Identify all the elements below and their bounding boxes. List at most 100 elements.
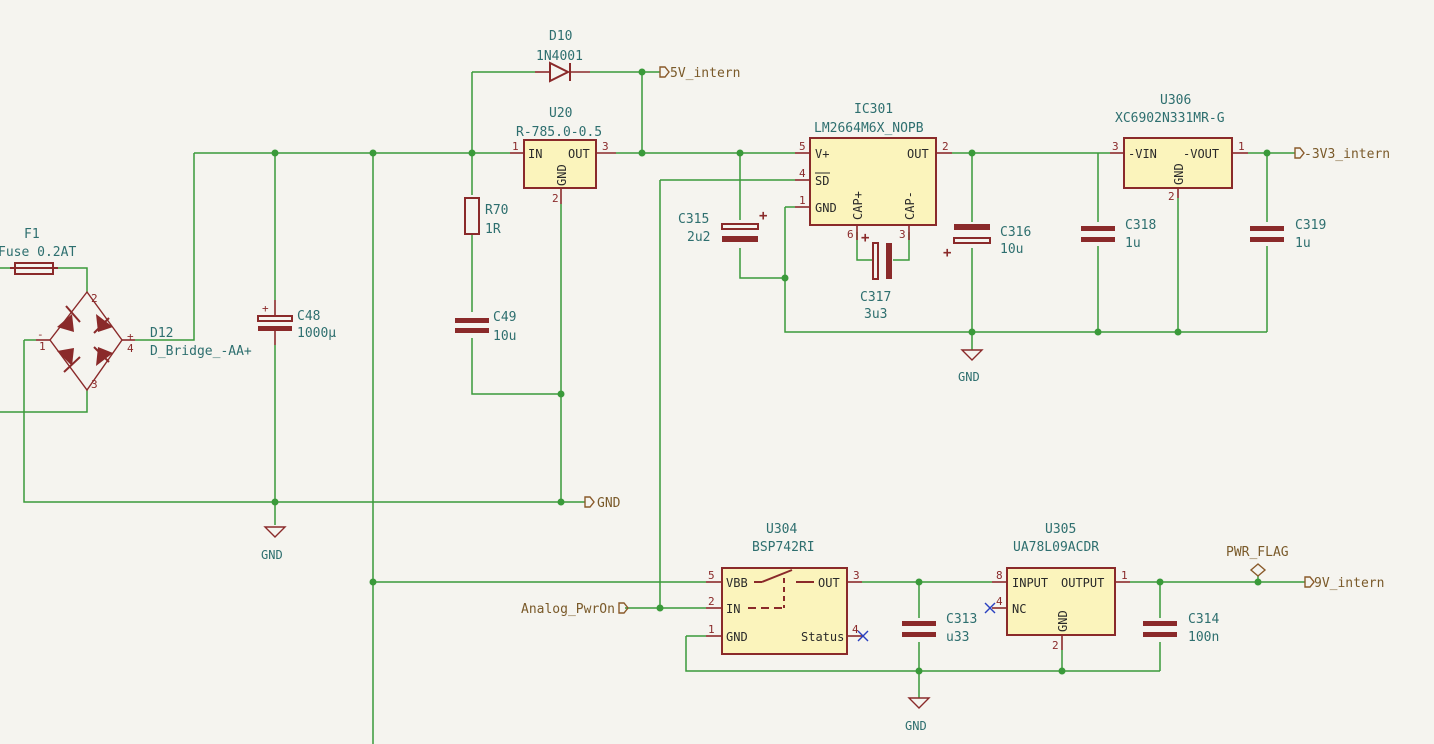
ic301-pinnum-capp: 6 [847, 228, 854, 241]
f1-ref: F1 [24, 227, 40, 242]
c313-value: u33 [946, 630, 969, 645]
u306-pin-vout: -VOUT [1183, 147, 1219, 161]
d12-pinnum-2: 2 [91, 292, 98, 305]
capacitor-c318[interactable]: C318 1u [1081, 218, 1156, 251]
c316-value: 10u [1000, 242, 1023, 257]
ic301-pin-capm: CAP- [903, 191, 917, 220]
c48-value: 1000µ [297, 326, 336, 341]
capacitor-c313[interactable]: C313 u33 [902, 612, 977, 645]
gnd-text-1: GND [261, 548, 283, 562]
label-gnd: GND [597, 496, 621, 511]
regulator-u305[interactable]: INPUT OUTPUT NC GND 8 4 1 2 U305 UA78L09… [984, 522, 1130, 652]
u305-pinnum-output: 1 [1121, 569, 1128, 582]
c317-plus: + [861, 230, 869, 246]
capacitor-c316[interactable]: + C316 10u [943, 224, 1031, 261]
switch-u304[interactable]: VBB OUT IN GND Status 5 3 2 1 4 U304 BSP… [706, 522, 869, 655]
c314-value: 100n [1188, 630, 1219, 645]
u306-pinnum-vout: 1 [1238, 140, 1245, 153]
ic301-pinnum-vplus: 5 [799, 140, 806, 153]
u306-ref: U306 [1160, 93, 1191, 108]
u304-pin-gnd: GND [726, 630, 748, 644]
c318-ref: C318 [1125, 218, 1156, 233]
net-label-gnd[interactable]: GND [584, 496, 621, 511]
u304-pinnum-vbb: 5 [708, 569, 715, 582]
resistor-r70[interactable]: R70 1R [464, 197, 508, 237]
ic301-value: LM2664M6X_NOPB [814, 121, 924, 136]
c49-ref: C49 [493, 310, 516, 325]
d12-pinnum-4: 4 [127, 342, 134, 355]
u304-value: BSP742RI [752, 540, 815, 555]
u306-value: XC6902N331MR-G [1115, 111, 1225, 126]
u304-pin-in: IN [726, 602, 740, 616]
ic301-pinnum-gnd: 1 [799, 194, 806, 207]
d12-pinnum-3: 3 [91, 378, 98, 391]
capacitor-c315[interactable]: + C315 2u2 [678, 208, 767, 245]
u304-pinnum-in: 2 [708, 595, 715, 608]
net-label-5v-intern[interactable]: 5V_intern [659, 66, 740, 81]
c318-value: 1u [1125, 236, 1141, 251]
c49-value: 10u [493, 329, 516, 344]
u20-pinnum-out: 3 [602, 140, 609, 153]
capacitor-c49[interactable]: C49 10u [455, 310, 516, 344]
diode-d10[interactable]: D10 1N4001 [535, 29, 590, 83]
ic301-pinnum-sd: 4 [799, 167, 806, 180]
d12-ref: D12 [150, 326, 173, 341]
d10-ref: D10 [549, 29, 572, 44]
c315-plus: + [759, 208, 767, 224]
capacitor-c317[interactable]: + C317 3u3 [860, 230, 892, 322]
net-label-3v3-intern[interactable]: -3V3_intern [1294, 147, 1390, 162]
ic301-pin-sd: SD [815, 174, 829, 188]
c316-plus: + [943, 245, 951, 261]
u305-pinnum-nc: 4 [996, 595, 1003, 608]
d12-value: D_Bridge_-AA+ [150, 344, 252, 359]
u304-pin-status: Status [801, 630, 844, 644]
r70-value: 1R [485, 222, 501, 237]
capacitor-c314[interactable]: C314 100n [1143, 612, 1219, 645]
u306-pin-gnd: GND [1172, 163, 1186, 185]
u306-pinnum-gnd: 2 [1168, 190, 1175, 203]
u20-pin-in: IN [528, 147, 542, 161]
u304-pin-vbb: VBB [726, 576, 748, 590]
d10-value: 1N4001 [536, 49, 583, 64]
u305-pinnum-input: 8 [996, 569, 1003, 582]
u20-ref: U20 [549, 106, 572, 121]
u304-pin-out: OUT [818, 576, 840, 590]
net-label-analog-pwron[interactable]: Analog_PwrOn [521, 602, 629, 617]
c317-ref: C317 [860, 290, 891, 305]
net-label-9v-intern[interactable]: 9V_intern [1304, 576, 1384, 591]
gnd-symbol-2: GND [958, 349, 984, 384]
r70-ref: R70 [485, 203, 508, 218]
c319-value: 1u [1295, 236, 1311, 251]
pwr-flag[interactable]: PWR_FLAG [1226, 545, 1289, 577]
regulator-u20[interactable]: IN OUT GND 1 3 2 U20 R-785.0-0.5 [510, 106, 616, 205]
u304-pinnum-out: 3 [853, 569, 860, 582]
c314-ref: C314 [1188, 612, 1219, 627]
u20-value: R-785.0-0.5 [516, 125, 602, 140]
ic301-pin-capp: CAP+ [851, 191, 865, 220]
u304-pinnum-status: 4 [852, 623, 859, 636]
ic301-pinnum-capm: 3 [899, 228, 906, 241]
u304-pinnum-gnd: 1 [708, 623, 715, 636]
d12-minus: - [37, 328, 44, 341]
regulator-u306[interactable]: -VIN -VOUT GND 3 1 2 U306 XC6902N331MR-G [1110, 93, 1248, 203]
u20-pin-gnd: GND [555, 164, 569, 186]
u305-pinnum-gnd: 2 [1052, 639, 1059, 652]
u304-ref: U304 [766, 522, 797, 537]
fuse-f1[interactable]: F1 Fuse 0.2AT [0, 227, 76, 275]
capacitor-c319[interactable]: C319 1u [1250, 218, 1326, 251]
u305-pin-input: INPUT [1012, 576, 1048, 590]
u305-ref: U305 [1045, 522, 1076, 537]
gnd-symbol-3: GND [905, 697, 931, 733]
u305-value: UA78L09ACDR [1013, 540, 1099, 555]
ic-ic301[interactable]: V+ SD GND OUT CAP+ CAP- 5 4 1 2 6 3 IC30… [795, 102, 952, 241]
capacitor-c48[interactable]: + C48 1000µ [257, 300, 336, 345]
d12-plus: + [127, 330, 134, 343]
u20-pin-out: OUT [568, 147, 590, 161]
bridge-d12[interactable]: 1 2 3 4 - + D12 D_Bridge_-AA+ [36, 290, 252, 392]
ic301-pin-vplus: V+ [815, 147, 829, 161]
label-3v3-intern: -3V3_intern [1304, 147, 1390, 162]
f1-value: Fuse 0.2AT [0, 245, 76, 260]
c319-ref: C319 [1295, 218, 1326, 233]
c316-ref: C316 [1000, 225, 1031, 240]
